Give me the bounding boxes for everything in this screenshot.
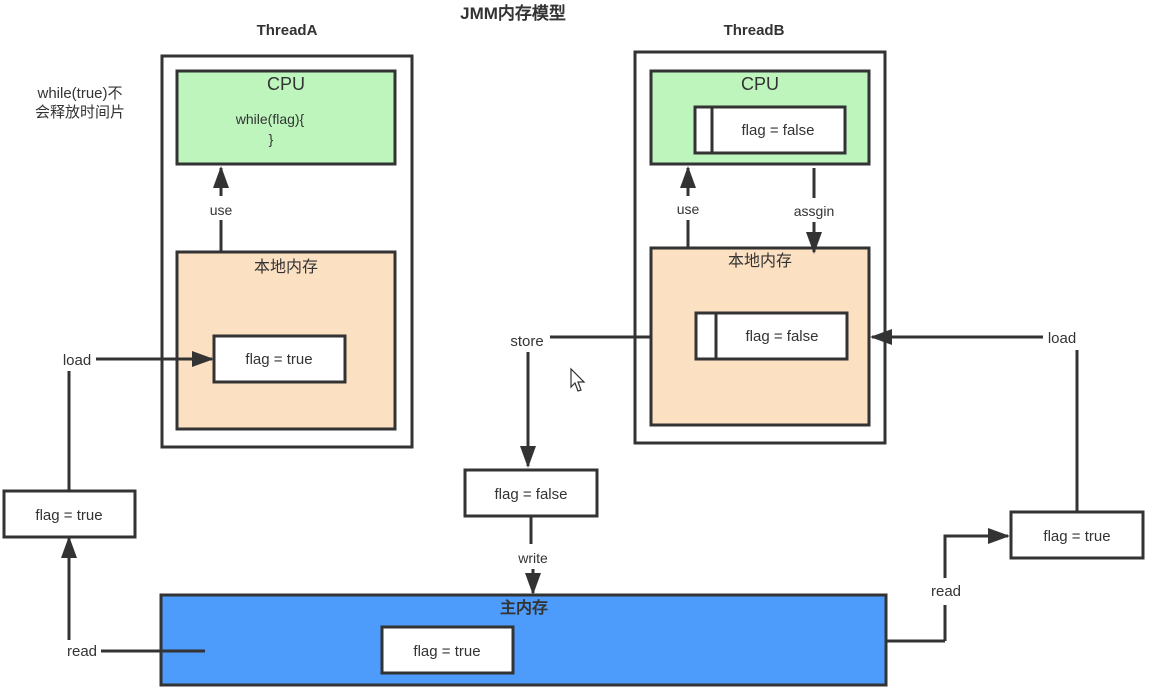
thread-a-use-label: use [210,202,233,218]
note-line-2: 会释放时间片 [35,104,125,121]
main-memory: 主内存 flag = true [159,593,888,687]
left-path: read flag = true load [2,351,214,660]
thread-a-local-var: flag = true [245,351,312,368]
thread-b-use-label: use [677,201,700,217]
left-transit-var: flag = true [35,507,102,524]
thread-a-container: CPU while(flag){ } 本地内存 flag = true use [160,54,414,449]
thread-b-cpu-var: flag = false [742,122,815,139]
right-read-label: read [931,583,961,600]
left-read-label: read [67,643,97,660]
thread-a-code-line-1: while(flag){ [235,111,305,127]
thread-a-code-line-2: } [269,131,274,147]
thread-b-local-var-box [694,311,849,361]
thread-b-assign-label: assgin [794,203,834,219]
note-line-1: while(true)不 [36,85,122,102]
thread-b-cpu-label: CPU [741,74,779,94]
middle-store-label: store [510,333,543,350]
thread-b-label: ThreadB [724,22,785,39]
right-transit-var-box [1009,510,1145,560]
middle-transit-var: flag = false [495,486,568,503]
thread-a-cpu-label: CPU [267,74,305,94]
right-load-label: load [1048,330,1076,347]
right-path: read flag = true load [870,329,1145,643]
thread-a-cpu [175,69,397,166]
diagram-title: JMM内存模型 [460,3,566,23]
middle-path: store flag = false write [463,333,651,595]
thread-a-label: ThreadA [257,22,318,39]
middle-write-label: write [517,550,548,566]
left-load-label: load [63,352,91,369]
right-transit-var: flag = true [1043,528,1110,545]
main-memory-label: 主内存 [500,598,548,617]
thread-b-local-memory-label: 本地内存 [728,252,792,270]
thread-b-container: CPU flag = false 本地内存 flag = false use a… [633,50,887,445]
right-read-arrow [943,528,1010,578]
thread-b-local-var: flag = false [746,328,819,345]
middle-transit-var-box [463,468,599,518]
main-memory-var: flag = true [413,643,480,660]
main-memory-var-box [380,625,515,675]
thread-b-cpu-var-box [693,105,847,155]
mouse-cursor-icon [570,367,586,392]
thread-a-local-var-box [212,334,347,384]
thread-a-local-memory-label: 本地内存 [254,258,318,276]
